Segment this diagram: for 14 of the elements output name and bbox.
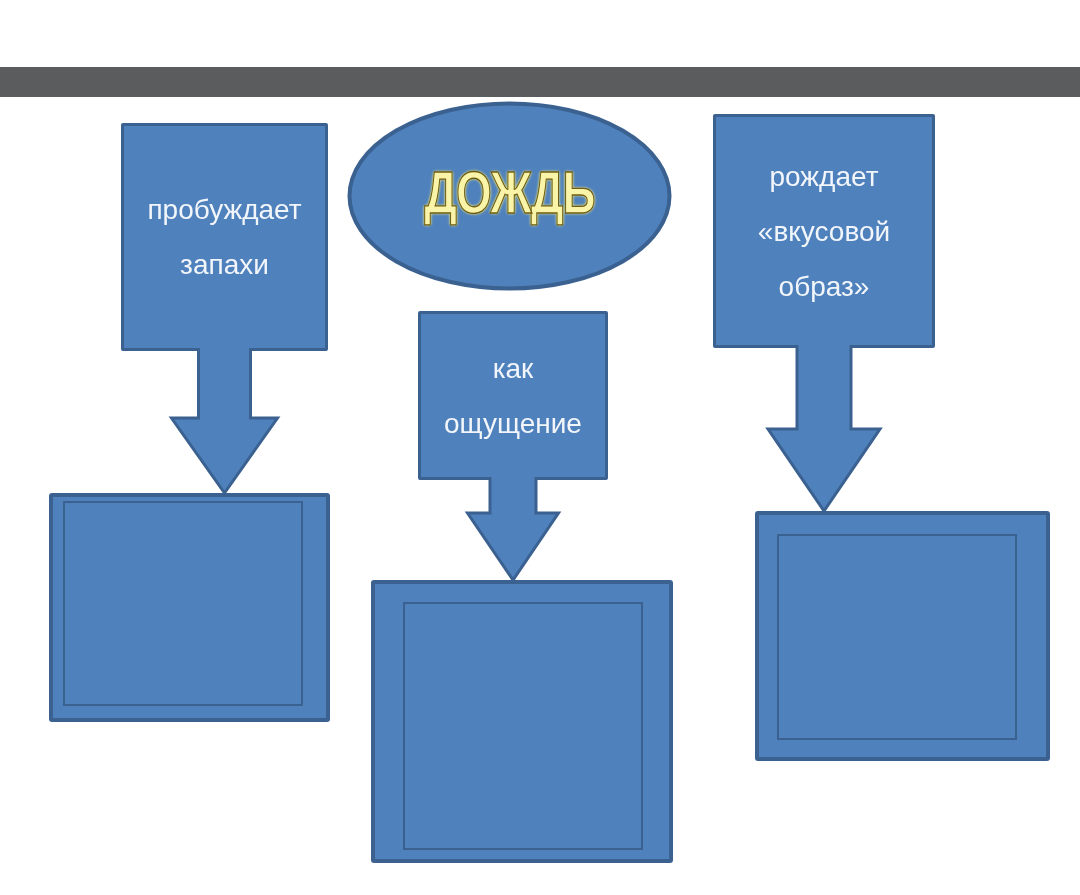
block-arrow [168,346,281,496]
topic-title: ДОЖДЬ [424,159,595,224]
callout-text: рождает «вкусовой образ» [756,159,892,304]
framed-box [371,580,673,863]
callout-box [121,123,328,351]
callout-text: как ощущение [443,351,583,441]
block-arrow [765,343,883,514]
topic-ellipse [347,101,672,291]
callout-box [713,114,935,348]
callout-box [418,311,608,480]
framed-box [49,493,330,722]
callout-text: пробуждает запахи [146,193,303,282]
framed-box [755,511,1050,761]
block-arrow [464,475,562,583]
